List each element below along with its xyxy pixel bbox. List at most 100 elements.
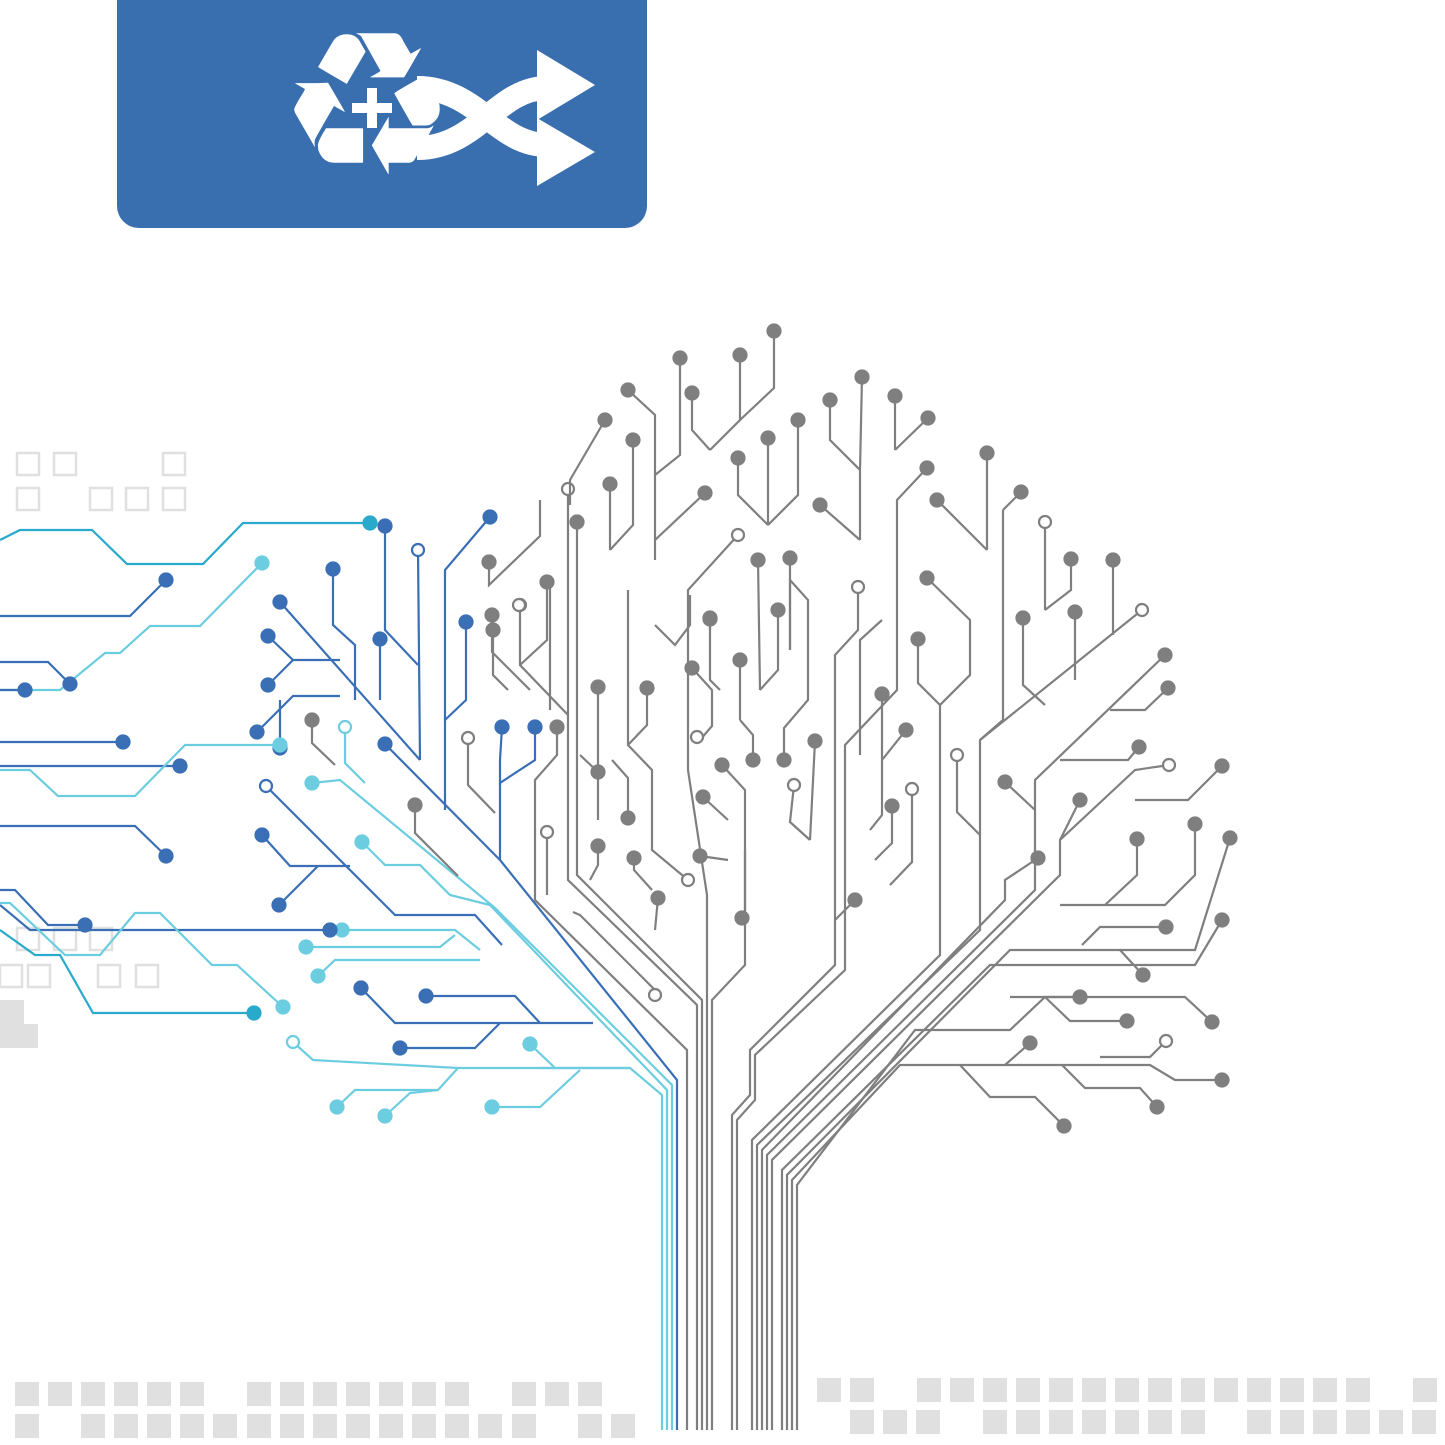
circuit-node [1072, 989, 1088, 1005]
circuit-node [1158, 1033, 1174, 1049]
circuit-node [590, 764, 606, 780]
circuit-trace [889, 789, 914, 886]
circuit-trace [654, 492, 706, 541]
circuit-node [854, 369, 870, 385]
decorative-square [1181, 1410, 1205, 1434]
decorative-square [346, 1414, 370, 1438]
decorative-square [114, 1414, 138, 1438]
circuit-trace [626, 590, 689, 881]
circuit-node [246, 1005, 262, 1021]
circuit-node [1030, 850, 1046, 866]
circuit-node [807, 733, 823, 749]
circuit-trace [936, 499, 988, 551]
circuit-node [337, 719, 353, 735]
decorative-square [180, 1414, 204, 1438]
circuit-trace [317, 958, 480, 977]
circuit-trace [519, 582, 549, 666]
circuit-trace [566, 489, 699, 1430]
circuit-node [1135, 967, 1151, 983]
circuit-trace [1104, 839, 1139, 906]
decorative-outline-square [15, 486, 41, 512]
circuit-trace [739, 719, 755, 760]
circuit-node [260, 677, 276, 693]
decorative-square [1148, 1410, 1172, 1434]
decorative-square [1016, 1410, 1040, 1434]
circuit-node [590, 679, 606, 695]
circuit-trace [894, 417, 929, 451]
decorative-square [15, 1414, 39, 1438]
decorative-square [147, 1382, 171, 1406]
circuit-node [511, 597, 527, 613]
circuit-node [730, 527, 746, 543]
circuit-trace [708, 619, 721, 691]
circuit-node [77, 917, 93, 933]
circuit-node [822, 392, 838, 408]
circuit-node [745, 752, 761, 768]
circuit-node [689, 729, 705, 745]
circuit-trace [261, 834, 350, 868]
circuit-trace [492, 1069, 581, 1109]
circuit-trace [691, 667, 714, 741]
circuit-trace [858, 619, 883, 755]
circuit-trace [755, 609, 1143, 1430]
circuit-node [1067, 604, 1083, 620]
circuit-trace [575, 522, 704, 1430]
circuit-trace [782, 577, 810, 760]
circuit-trace [955, 755, 981, 836]
circuit-node [539, 574, 555, 590]
circuit-node [714, 757, 730, 773]
circuit-trace [916, 639, 941, 706]
circuit-node [1131, 739, 1147, 755]
circuit-node [258, 778, 274, 794]
circuit-trace [710, 764, 747, 1430]
circuit-trace [416, 549, 422, 761]
circuit-trace [413, 805, 459, 877]
circuit-trace [384, 1088, 439, 1117]
circuit-node [786, 777, 802, 793]
circuit-node [392, 1040, 408, 1056]
circuit-node [1214, 912, 1230, 928]
circuit-trace [1044, 996, 1127, 1023]
circuit-trace [518, 605, 569, 716]
circuit-node [887, 388, 903, 404]
decorative-square [1280, 1378, 1304, 1402]
circuit-trace [331, 569, 357, 700]
circuit-trace [487, 500, 542, 588]
circuit-node [460, 730, 476, 746]
decorative-square [48, 1382, 72, 1406]
circuit-node [602, 476, 618, 492]
circuit-trace [759, 610, 780, 691]
circuit-node [884, 798, 900, 814]
circuit-trace [361, 841, 669, 1430]
circuit-trace [654, 595, 692, 647]
circuit-trace [0, 888, 85, 927]
circuit-node [1187, 816, 1203, 832]
circuit-node [732, 652, 748, 668]
circuit-trace [292, 1041, 459, 1070]
circuit-node [734, 910, 750, 926]
circuit-node [377, 518, 393, 534]
circuit-node [254, 827, 270, 843]
circuit-node [874, 686, 890, 702]
circuit-node [17, 682, 33, 698]
circuit-node [650, 890, 666, 906]
decorative-square [950, 1378, 974, 1402]
circuit-node [271, 897, 287, 913]
circuit-node [310, 968, 326, 984]
decorative-square [1346, 1410, 1370, 1434]
circuit-trace [735, 467, 928, 1430]
circuit-node [260, 628, 276, 644]
decorative-square [313, 1382, 337, 1406]
decorative-square [983, 1410, 1007, 1434]
circuit-node [730, 450, 746, 466]
circuit-node [920, 410, 936, 426]
circuit-trace [611, 759, 630, 818]
circuit-trace [736, 458, 769, 526]
circuit-node [898, 722, 914, 738]
circuit-node [158, 572, 174, 588]
decorative-square [1313, 1410, 1337, 1434]
circuit-node [275, 999, 291, 1015]
circuit-node [418, 988, 434, 1004]
decorative-square [280, 1382, 304, 1406]
decorative-square [1082, 1378, 1106, 1402]
